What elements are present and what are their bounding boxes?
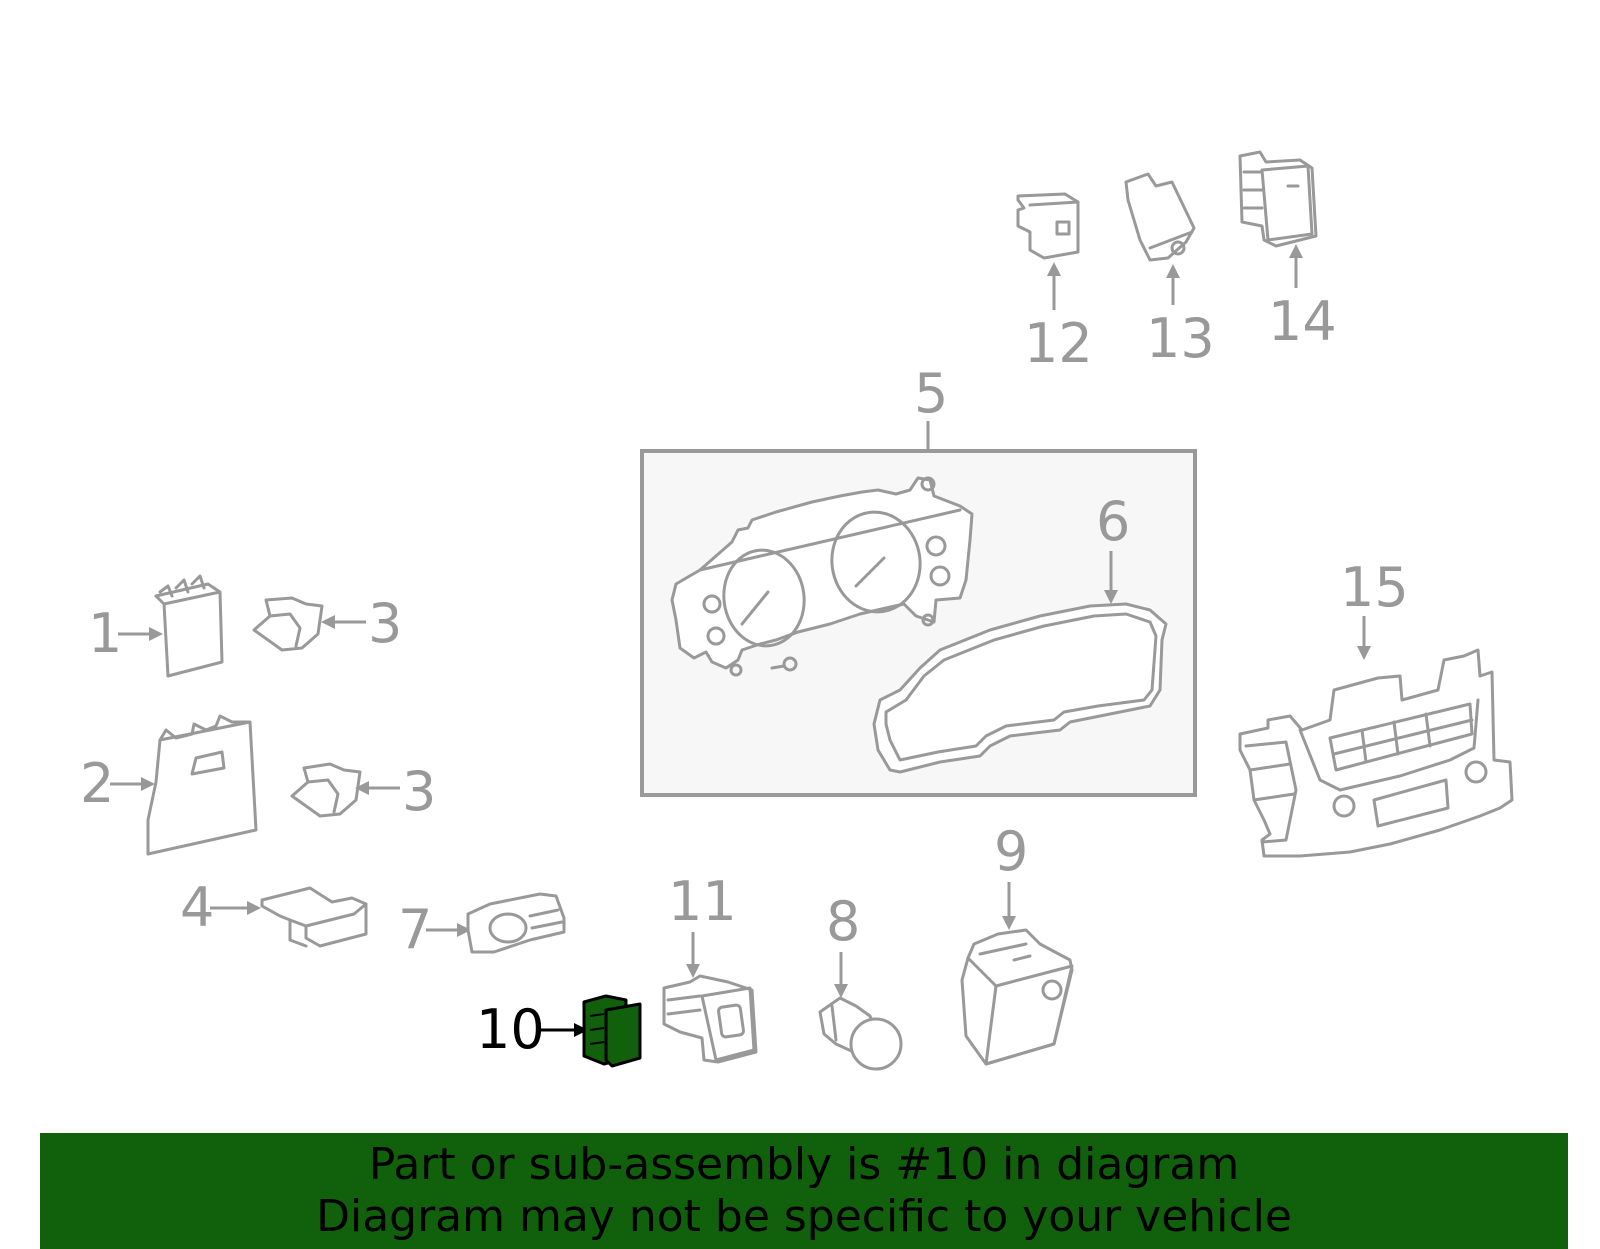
callout-1: 1	[88, 602, 122, 665]
part-13-sensor[interactable]	[1124, 172, 1196, 262]
part-10-switch-highlighted[interactable]	[582, 994, 642, 1068]
part-15-center-panel[interactable]	[1238, 648, 1514, 858]
part-14-switch[interactable]	[1238, 150, 1318, 248]
part-2-panel[interactable]	[146, 714, 258, 856]
part-4-bracket[interactable]	[260, 886, 368, 948]
part-1-switch[interactable]	[154, 574, 224, 678]
callout-3a: 3	[368, 592, 402, 655]
callout-4: 4	[180, 876, 214, 939]
banner-line-disclaimer: Diagram may not be specific to your vehi…	[316, 1191, 1292, 1242]
part-3-clip-lower[interactable]	[290, 762, 362, 818]
callout-5: 5	[914, 362, 948, 425]
banner-line-part-info: Part or sub-assembly is #10 in diagram	[368, 1139, 1240, 1190]
part-12-switch[interactable]	[1016, 192, 1080, 260]
callout-2: 2	[80, 752, 114, 815]
callout-15: 15	[1340, 556, 1409, 619]
part-info-banner: Part or sub-assembly is #10 in diagram D…	[40, 1133, 1568, 1249]
callout-9: 9	[994, 820, 1028, 883]
callout-3b: 3	[402, 760, 436, 823]
callout-6: 6	[1096, 490, 1130, 553]
callout-13: 13	[1146, 307, 1215, 370]
part-9-module[interactable]	[960, 928, 1074, 1066]
callout-8: 8	[826, 890, 860, 953]
part-6-cluster-lens[interactable]	[872, 602, 1168, 774]
part-3-clip-upper[interactable]	[252, 596, 324, 652]
screw-icon	[770, 656, 798, 672]
part-7-switch-panel[interactable]	[466, 892, 566, 954]
callout-10: 10	[476, 998, 545, 1061]
part-8-bulb[interactable]	[818, 996, 903, 1071]
callout-12: 12	[1024, 312, 1093, 375]
part-5-instrument-cluster[interactable]	[670, 476, 974, 677]
callout-14: 14	[1268, 290, 1337, 353]
part-11-switch[interactable]	[662, 974, 758, 1064]
callout-11: 11	[668, 870, 737, 933]
